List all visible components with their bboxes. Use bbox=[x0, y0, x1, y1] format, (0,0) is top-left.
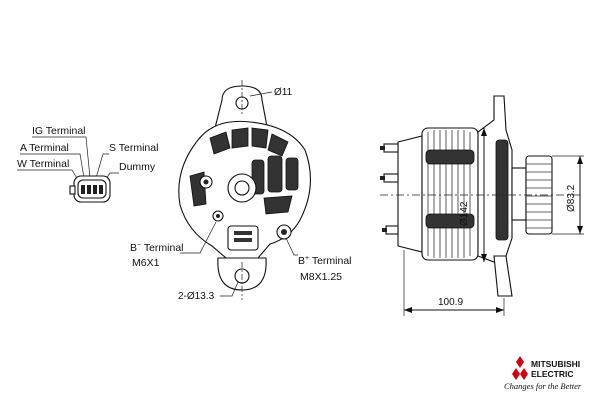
top-hole-diameter-label: Ø11 bbox=[274, 87, 293, 98]
brand-tagline: Changes for the Better bbox=[504, 381, 582, 391]
b-minus-thread-label: M6X1 bbox=[132, 257, 160, 269]
bottom-hole-diameter-label: 2-Ø13.3 bbox=[178, 291, 215, 302]
alternator-side-view: Ø142 Ø83.2 100.9 bbox=[380, 95, 584, 316]
rear-cover bbox=[397, 135, 423, 253]
bottom-hole-leader bbox=[220, 281, 239, 297]
brand-name-line2: ELECTRIC bbox=[531, 369, 574, 379]
length-dimension-label: 100.9 bbox=[438, 297, 463, 308]
ig-terminal-label: IG Terminal bbox=[32, 125, 86, 137]
b-plus-thread-label: M8X1.25 bbox=[300, 271, 342, 283]
b-minus-leader bbox=[180, 221, 217, 254]
shaft-hub bbox=[511, 167, 527, 221]
three-diamonds-logo bbox=[512, 356, 528, 380]
connector-plug bbox=[69, 175, 111, 203]
brand-name-line1: MITSUBISHI bbox=[531, 359, 580, 369]
rear-terminal-studs bbox=[380, 143, 399, 235]
alternator-front-view: Ø11 B− Terminal M6X1 B+ Terminal M8X1.25… bbox=[130, 80, 352, 302]
w-leader-line bbox=[17, 169, 79, 181]
pulley-grooves bbox=[526, 163, 552, 229]
b-plus-terminal-label: B+ Terminal bbox=[298, 255, 352, 267]
mitsubishi-electric-brand: MITSUBISHI ELECTRIC Changes for the Bett… bbox=[504, 356, 582, 391]
w-terminal-label: W Terminal bbox=[17, 158, 69, 170]
connector-diagram: IG Terminal A Terminal W Terminal S Term… bbox=[17, 125, 158, 203]
a-leader-line bbox=[20, 153, 85, 179]
s-leader-line bbox=[95, 153, 109, 179]
b-plus-leader bbox=[285, 237, 298, 256]
ig-leader-line bbox=[32, 136, 91, 179]
stator-fins bbox=[425, 130, 475, 258]
b-minus-terminal-label: B− Terminal bbox=[130, 242, 184, 254]
body-diameter-label: Ø142 bbox=[459, 201, 470, 226]
dummy-label: Dummy bbox=[119, 161, 156, 173]
pulley-diameter-label: Ø83.2 bbox=[566, 184, 577, 212]
a-terminal-label: A Terminal bbox=[20, 142, 69, 154]
lower-mount-foot bbox=[493, 255, 513, 297]
s-terminal-label: S Terminal bbox=[109, 142, 158, 154]
